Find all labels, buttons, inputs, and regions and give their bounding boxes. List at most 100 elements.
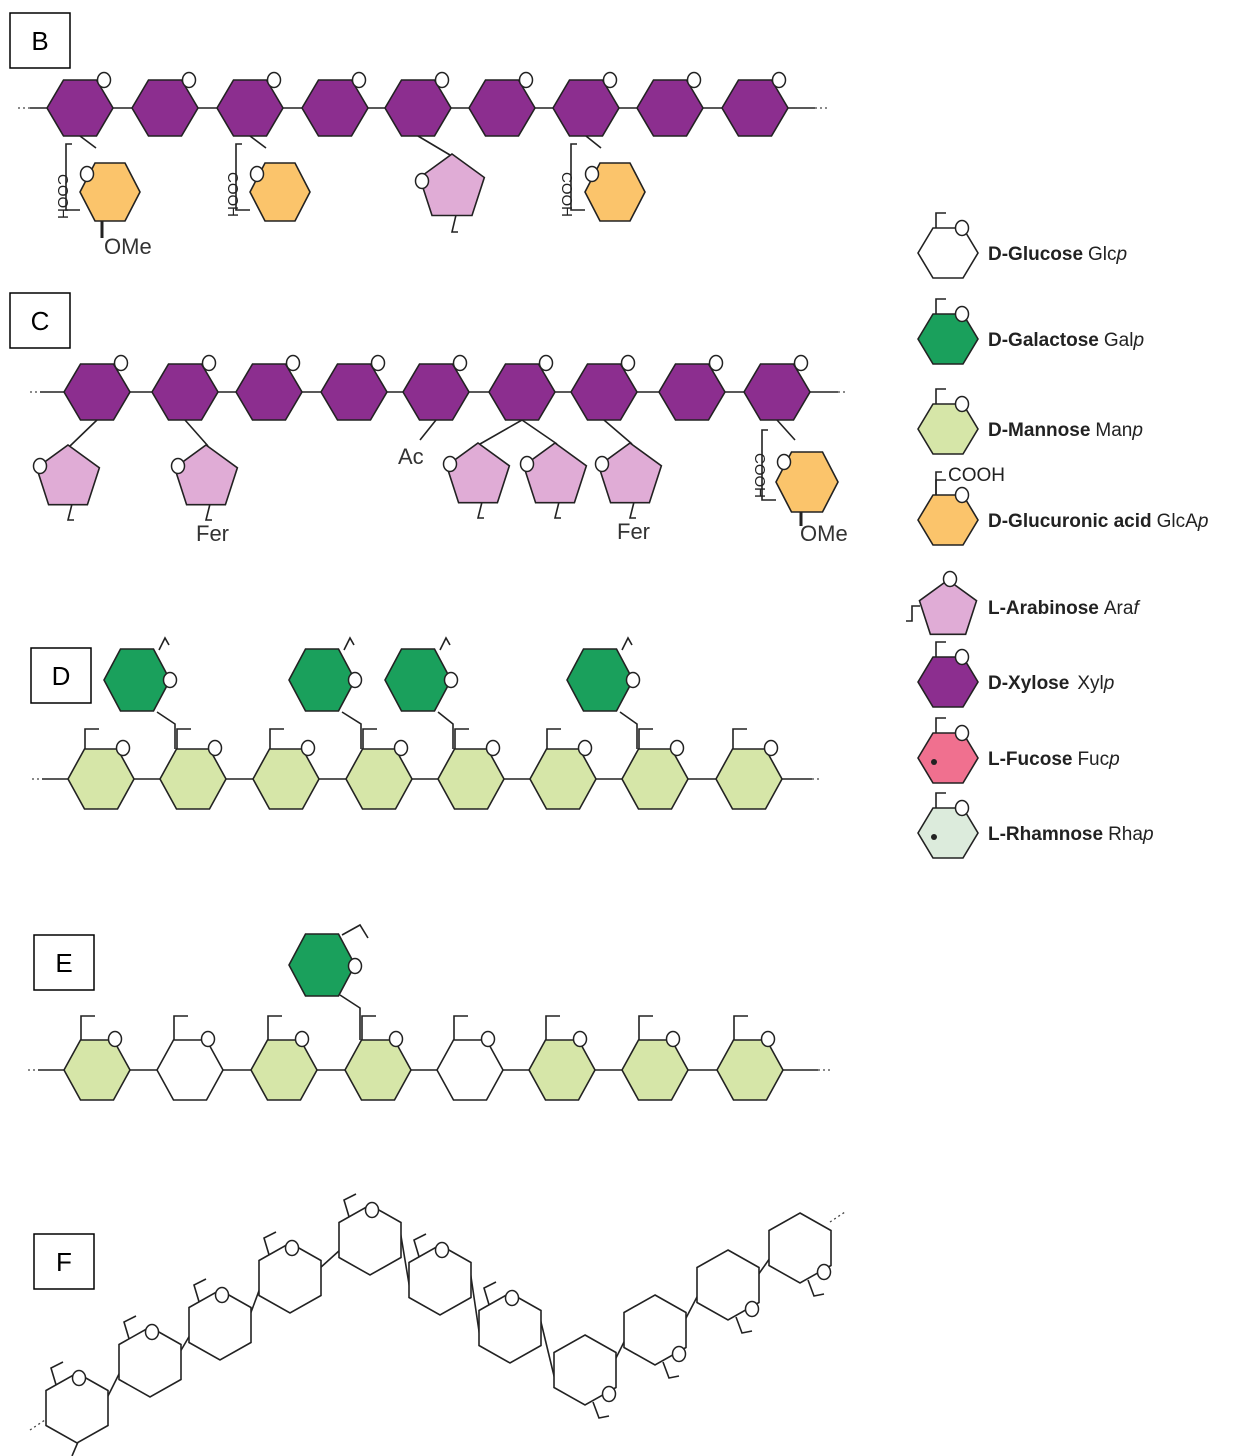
- side-hook: [733, 1015, 748, 1040]
- mannose-residue: [621, 748, 689, 810]
- glucose-residue: [768, 1212, 832, 1284]
- ring-oxygen-marker: [113, 354, 129, 372]
- ac-label-c: Ac: [398, 444, 424, 469]
- cooh-bracket: [65, 143, 80, 211]
- panel-label-e: E: [33, 934, 95, 991]
- mannose-residue: [67, 748, 135, 810]
- ring-oxygen-marker: [207, 739, 223, 757]
- glucuronic-acid-residue: [249, 162, 311, 222]
- mannose-residue: [344, 1039, 412, 1101]
- side-hook: [935, 212, 946, 229]
- mannose-residue: [437, 748, 505, 810]
- side-hook: [204, 503, 212, 521]
- ring-oxygen-marker: [577, 739, 593, 757]
- ring-oxygen-marker: [32, 457, 48, 475]
- galactose-residue: [384, 648, 452, 712]
- side-bond: [249, 135, 267, 149]
- glycosidic-bond: [757, 1257, 771, 1276]
- side-bond: [603, 419, 633, 445]
- mannose-residue: [715, 748, 783, 810]
- methyl-dot: [931, 759, 937, 765]
- xylose-residue: [488, 363, 556, 421]
- chain-continuation: [29, 1419, 46, 1431]
- ring-oxygen-marker: [443, 671, 459, 689]
- arabinose-residue: [35, 444, 101, 506]
- ring-oxygen-marker: [480, 1030, 496, 1048]
- ome-label-c: OMe: [800, 521, 848, 546]
- galactose-legend-icon: [917, 313, 979, 365]
- arabinose-residue: [597, 442, 663, 504]
- ring-oxygen-marker: [625, 671, 641, 689]
- side-hook: [935, 479, 946, 496]
- ring-oxygen-marker: [200, 1030, 216, 1048]
- glycosidic-bond: [684, 1294, 699, 1321]
- xylose-residue: [46, 79, 114, 137]
- glucose-residue: [118, 1326, 182, 1398]
- side-bond: [79, 135, 97, 149]
- arabinose-residue: [522, 442, 588, 504]
- panel-label-d: D: [30, 647, 92, 704]
- side-bond: [479, 419, 523, 445]
- ring-oxygen-marker: [669, 739, 685, 757]
- ring-oxygen-marker: [294, 1030, 310, 1048]
- ring-oxygen-marker: [954, 395, 970, 413]
- acetyl-bond: [419, 419, 437, 441]
- arabinose-residue: [445, 442, 511, 504]
- cooh-bracket: [570, 143, 585, 211]
- side-bond: [341, 711, 362, 749]
- glucose-residue: [553, 1334, 617, 1406]
- galactose-residue: [288, 933, 356, 997]
- panel-label-c-text: C: [31, 306, 50, 336]
- ring-oxygen-marker: [954, 219, 970, 237]
- cooh-label-c: COOH: [751, 453, 768, 498]
- fer-label-c2: Fer: [617, 519, 650, 544]
- ring-oxygen-marker: [665, 1030, 681, 1048]
- ring-oxygen-marker: [201, 354, 217, 372]
- ring-oxygen-marker: [686, 71, 702, 89]
- side-hook: [66, 503, 74, 521]
- fer-label-c1: Fer: [196, 521, 229, 546]
- panel-label-c: C: [9, 292, 71, 349]
- panel-label-b-text: B: [31, 26, 48, 56]
- side-hook: [935, 792, 946, 809]
- mannose-legend-icon: [917, 403, 979, 455]
- panel-label-f: F: [33, 1233, 95, 1290]
- fucose-legend-icon: [917, 732, 979, 784]
- side-hook: [158, 636, 170, 651]
- xylose-residue: [570, 363, 638, 421]
- side-hook: [84, 728, 99, 749]
- side-bond: [69, 419, 98, 447]
- ring-oxygen-marker: [744, 1300, 760, 1318]
- side-hook: [176, 728, 191, 749]
- xylose-residue: [235, 363, 303, 421]
- side-hook: [935, 298, 946, 315]
- side-hook: [263, 1231, 277, 1259]
- glucose-residue: [188, 1289, 252, 1361]
- side-hook: [123, 1315, 137, 1343]
- ring-oxygen-marker: [954, 648, 970, 666]
- ring-oxygen-marker: [452, 354, 468, 372]
- arabinose-residue: [173, 444, 239, 506]
- side-bond: [585, 135, 602, 149]
- xylose-residue: [402, 363, 470, 421]
- glucuronic-acid-residue: [775, 451, 839, 513]
- ring-oxygen-marker: [364, 1201, 380, 1219]
- ring-oxygen-marker: [434, 71, 450, 89]
- rhamnose-legend-icon: [917, 807, 979, 859]
- side-bond: [619, 711, 638, 749]
- xylose-residue: [743, 363, 811, 421]
- side-hook: [546, 728, 561, 749]
- side-hook: [553, 501, 561, 519]
- cooh-label-b1: COOH: [54, 174, 71, 219]
- ring-oxygen-marker: [504, 1289, 520, 1307]
- side-bond: [776, 419, 796, 441]
- ring-oxygen-marker: [388, 1030, 404, 1048]
- side-hook: [343, 1193, 357, 1221]
- cooh-label-b2: COOH: [224, 172, 241, 217]
- glucose-residue: [258, 1242, 322, 1314]
